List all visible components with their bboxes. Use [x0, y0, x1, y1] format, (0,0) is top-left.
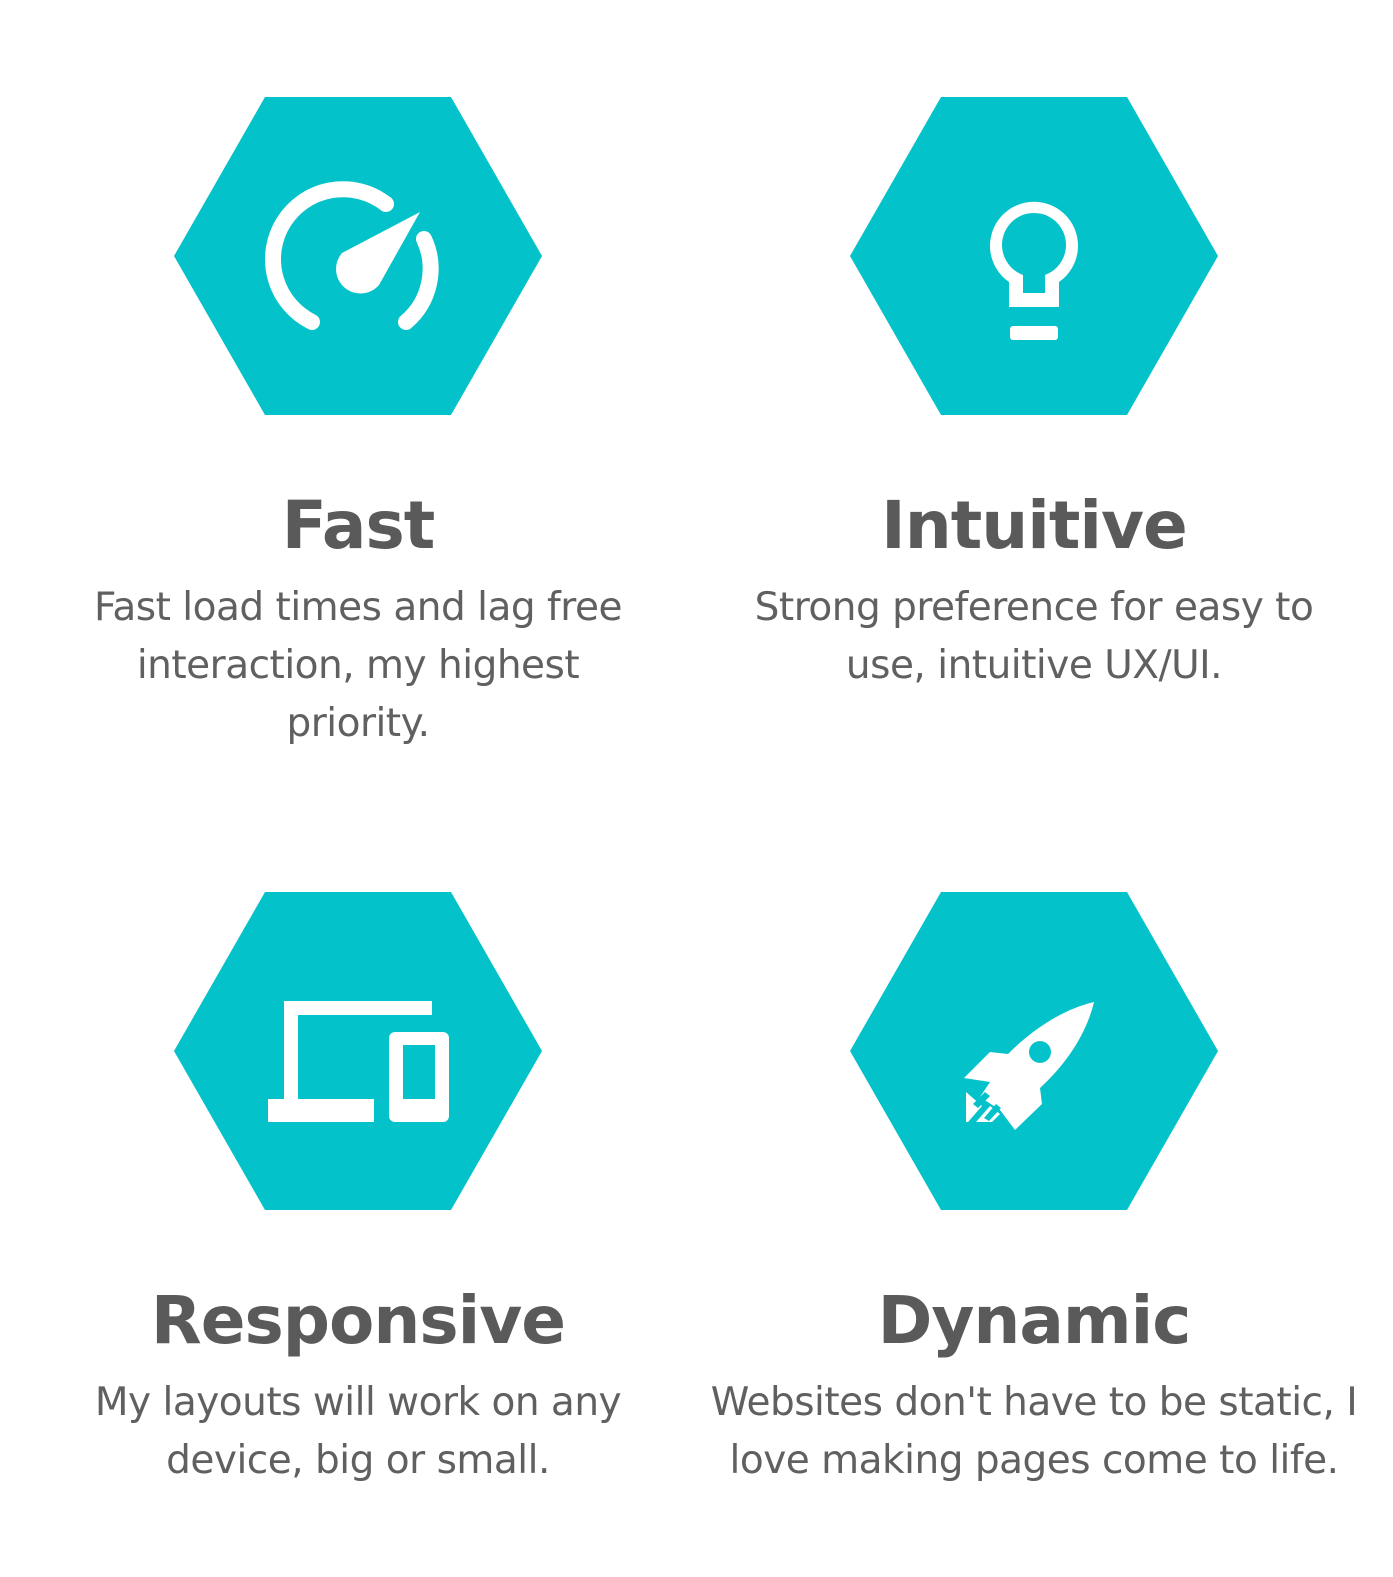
feature-card-intuitive: Intuitive Strong preference for easy to …: [694, 97, 1374, 695]
feature-description: Strong preference for easy to use, intui…: [754, 585, 1314, 688]
speedometer-icon: [265, 181, 439, 330]
feature-description: My layouts will work on any device, big …: [94, 1380, 622, 1483]
feature-title: Fast: [281, 487, 436, 564]
feature-card-dynamic: Dynamic Websites don't have to be static…: [694, 892, 1374, 1490]
feature-card-fast: Fast Fast load times and lag free intera…: [18, 97, 698, 753]
hexagon-badge: [850, 97, 1218, 415]
feature-title: Intuitive: [881, 487, 1188, 564]
lightbulb-icon: [990, 201, 1078, 340]
hexagon-badge: [174, 892, 542, 1210]
feature-description: Fast load times and lag free interaction…: [94, 585, 622, 746]
feature-title: Dynamic: [877, 1282, 1192, 1359]
hexagon-badge: [850, 892, 1218, 1210]
feature-description: Websites don't have to be static, I love…: [710, 1380, 1358, 1483]
hexagon-badge: [174, 97, 542, 415]
rocket-icon: [964, 1002, 1094, 1130]
devices-icon: [268, 1001, 449, 1122]
feature-title: Responsive: [150, 1282, 566, 1359]
feature-card-responsive: Responsive My layouts will work on any d…: [18, 892, 698, 1490]
